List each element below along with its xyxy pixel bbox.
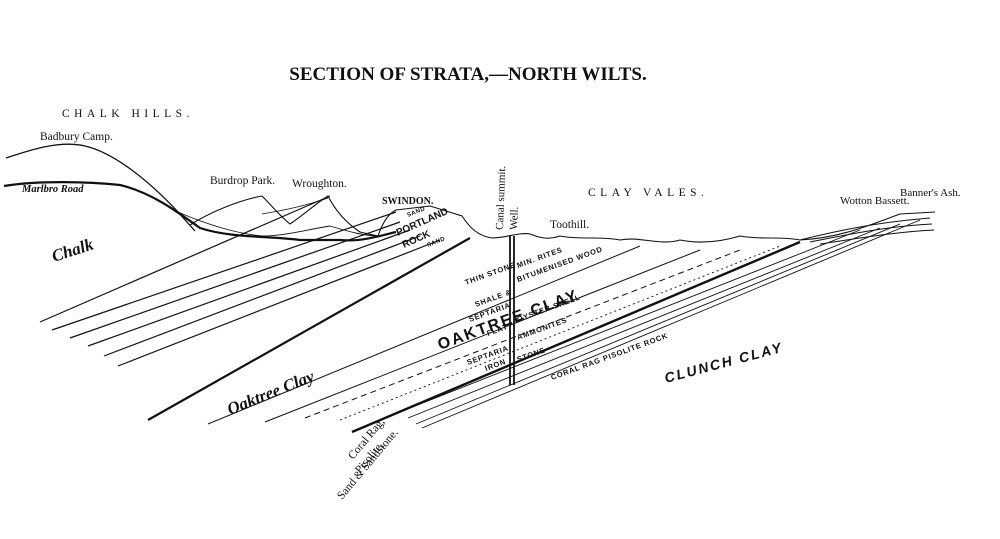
region-chalk-hills: CHALK HILLS. bbox=[62, 108, 194, 120]
surface-profile bbox=[189, 195, 936, 243]
label-wotton-bassett: Wotton Bassett. bbox=[840, 195, 910, 207]
label-well: Well. bbox=[508, 206, 521, 230]
label-marlbro-road: Marlbro Road bbox=[21, 184, 84, 195]
burdrop-inner-line bbox=[177, 211, 381, 237]
coral-rag-label: Coral Rag, Pisolite, Sand & Sandstone. bbox=[335, 416, 401, 502]
label-banners-ash: Banner's Ash. bbox=[900, 187, 961, 199]
label-toothill: Toothill. bbox=[550, 219, 589, 231]
label-wroughton: Wroughton. bbox=[292, 178, 347, 190]
well-shaft bbox=[509, 236, 515, 385]
label-swindon: SWINDON. bbox=[382, 196, 434, 207]
diagram-title: SECTION OF STRATA,—NORTH WILTS. bbox=[289, 64, 646, 85]
dipping-strata-clay bbox=[147, 217, 935, 434]
region-clay-vales: CLAY VALES. bbox=[588, 187, 708, 199]
well-right-stone: STONE bbox=[516, 345, 547, 364]
label-badbury-camp: Badbury Camp. bbox=[40, 131, 113, 143]
label-chalk: Chalk bbox=[49, 234, 96, 265]
label-oaktree-clay-italic: Oaktree Clay bbox=[224, 366, 317, 418]
ground-surface bbox=[3, 143, 936, 243]
label-clunch-clay: CLUNCH CLAY bbox=[663, 339, 785, 386]
portland-rock-block: SAND PORTLAND ROCK SAND bbox=[395, 206, 450, 251]
label-burdrop-park: Burdrop Park. bbox=[210, 175, 275, 187]
label-coral-rag-pisolite-rock: CORAL RAG PISOLITE ROCK bbox=[550, 331, 670, 382]
chalk-escarpment-line bbox=[5, 143, 196, 232]
dipping-strata-upper bbox=[39, 195, 441, 367]
label-canal-summit: Canal summit. bbox=[494, 165, 508, 230]
well-left-thin-stone: THIN STONE bbox=[464, 260, 517, 287]
